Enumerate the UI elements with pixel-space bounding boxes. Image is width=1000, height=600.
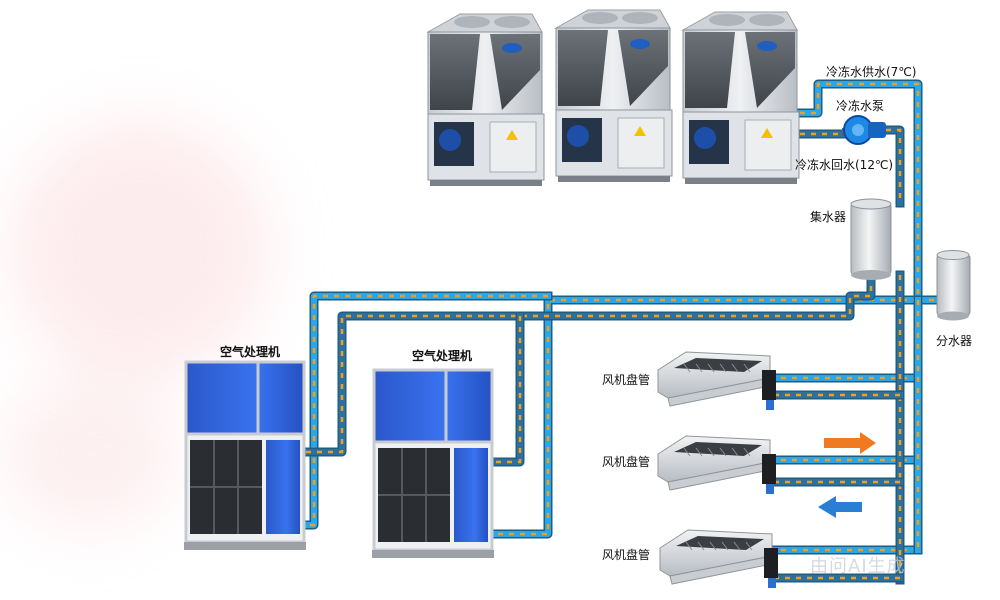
fan-coil-group [657,351,778,588]
fan-coil-icon [657,435,776,494]
pump-label: 冷冻水泵 [836,99,885,113]
watermark: 由问AI生成 [810,556,906,577]
chiller-group [426,9,800,186]
collector-tank-icon [850,198,892,280]
return-pipe-ahu1 [275,270,876,457]
air-handler-icon [372,368,494,558]
background-glow-left [10,120,270,380]
ahu-label-1: 空气处理机 [220,345,281,359]
fcu-label-3: 风机盘管 [602,548,651,562]
ahu-label-2: 空气处理机 [412,349,473,363]
return-pipe-chiller [881,125,905,208]
collector-label: 集水器 [810,210,847,224]
distributor-label: 分水器 [936,334,973,348]
fan-coil-icon [657,351,776,410]
background-glow-bottom-left [0,380,180,530]
supply-water-label: 冷冻水供水(7℃) [826,65,917,79]
air-handler-group [184,360,494,558]
chiller-unit-icon [554,9,673,182]
fcu-label-1: 风机盘管 [602,373,651,387]
water-pump-icon [842,115,886,145]
return-water-label: 冷冻水回水(12℃) [795,158,894,172]
supply-pipe-main [457,79,923,539]
fcu-label-2: 风机盘管 [602,455,651,469]
supply-flow-arrow-icon [824,432,876,454]
return-flow-arrow-icon [818,496,862,518]
chiller-unit-icon [681,11,800,184]
air-handler-icon [184,360,306,550]
fan-coil-icon [659,529,778,588]
chiller-unit-icon [426,13,545,186]
distributor-tank-icon [936,250,971,321]
